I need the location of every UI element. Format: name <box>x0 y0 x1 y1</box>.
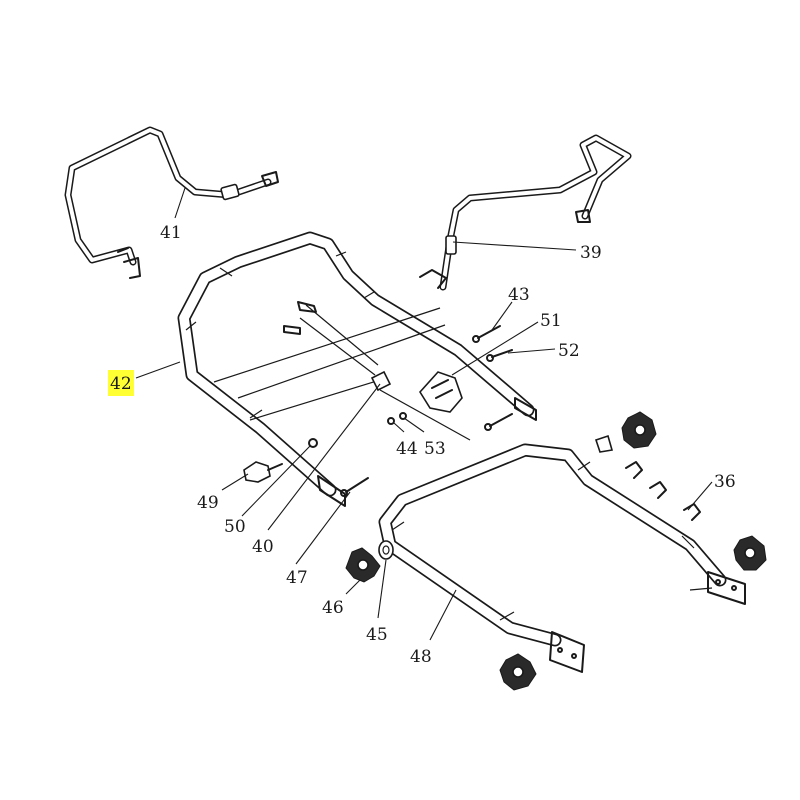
callout-53: 53 <box>424 439 446 459</box>
callout-49: 49 <box>197 493 219 513</box>
callout-50: 50 <box>224 517 246 537</box>
callout-40: 40 <box>252 537 274 557</box>
part-39-control-bail-right <box>419 134 632 291</box>
callout-44: 44 <box>396 439 418 459</box>
part-42-upper-handle <box>177 231 537 507</box>
callout-46: 46 <box>322 598 344 618</box>
callout-43: 43 <box>508 285 530 305</box>
callout-51: 51 <box>540 311 562 331</box>
callout-42-highlight <box>108 370 134 396</box>
callout-36: 36 <box>714 472 736 492</box>
callout-39: 39 <box>580 243 602 263</box>
callout-52: 52 <box>558 341 580 361</box>
callout-45: 45 <box>366 625 388 645</box>
part-48-lower-handle <box>378 443 746 673</box>
leader-lines <box>135 187 713 641</box>
callout-labels: 41 39 43 51 52 42 44 53 36 49 50 40 47 4… <box>108 223 736 667</box>
callout-47: 47 <box>286 568 308 588</box>
callout-48: 48 <box>410 647 432 667</box>
callout-41: 41 <box>160 223 182 243</box>
part-41-control-bail-left <box>64 126 279 279</box>
callout-42: 42 <box>110 374 132 394</box>
hardware-small-parts <box>243 325 767 691</box>
